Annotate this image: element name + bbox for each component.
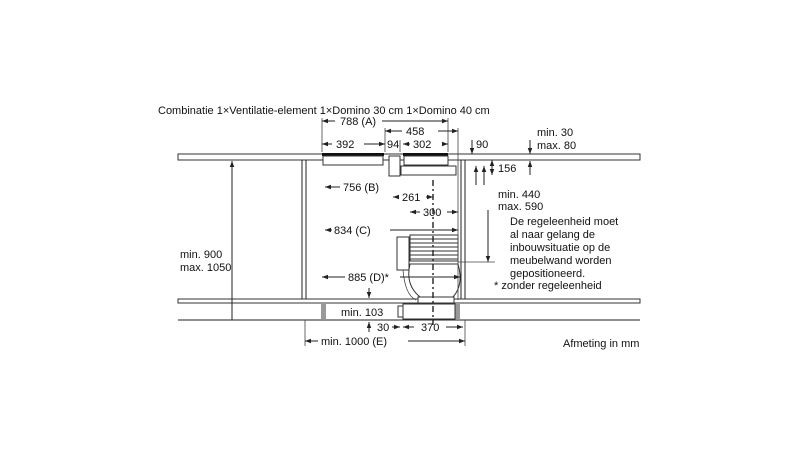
note-line: inbouwsituatie op de	[510, 242, 610, 254]
dim-max-590: max. 590	[498, 201, 543, 213]
dimension-lines	[229, 118, 533, 346]
dim-94: 94	[387, 139, 399, 151]
footnote: * zonder regeleenheid	[494, 280, 602, 292]
dim-min-1000-e: min. 1000 (E)	[321, 336, 387, 348]
dim-392: 392	[336, 139, 354, 151]
cabinet	[177, 160, 641, 321]
units-label: Afmeting in mm	[563, 338, 639, 350]
dim-min-900: min. 900	[180, 249, 222, 261]
dim-302: 302	[413, 139, 431, 151]
dim-max-1050: max. 1050	[180, 262, 231, 274]
dim-90: 90	[476, 139, 488, 151]
dim-156: 156	[498, 163, 516, 175]
ventilation-unit	[396, 234, 461, 320]
dim-788-a: 788 (A)	[340, 116, 376, 128]
dim-min-30: min. 30	[537, 127, 573, 139]
dim-min-440: min. 440	[498, 189, 540, 201]
dim-458: 458	[406, 126, 424, 138]
dim-370: 370	[421, 322, 439, 334]
dim-30: 30	[377, 322, 389, 334]
dim-756-b: 756 (B)	[343, 182, 379, 194]
note-line: al naar gelang de	[510, 229, 595, 241]
dim-261: 261	[402, 192, 420, 204]
hob-elements	[322, 153, 457, 177]
installation-note: De regeleenheid moet al naar gelang de i…	[510, 216, 618, 280]
note-line: gepositioneerd.	[510, 268, 585, 280]
diagram-title: Combinatie 1×Ventilatie-element 1×Domino…	[158, 105, 490, 117]
dim-834-c: 834 (C)	[334, 225, 371, 237]
note-line: meubelwand worden	[510, 255, 612, 267]
dim-max-80: max. 80	[537, 140, 576, 152]
dim-885-d: 885 (D)*	[348, 272, 390, 284]
dim-300: 300	[423, 207, 441, 219]
note-line: De regeleenheid moet	[510, 216, 618, 228]
dim-min-103: min. 103	[341, 307, 383, 319]
